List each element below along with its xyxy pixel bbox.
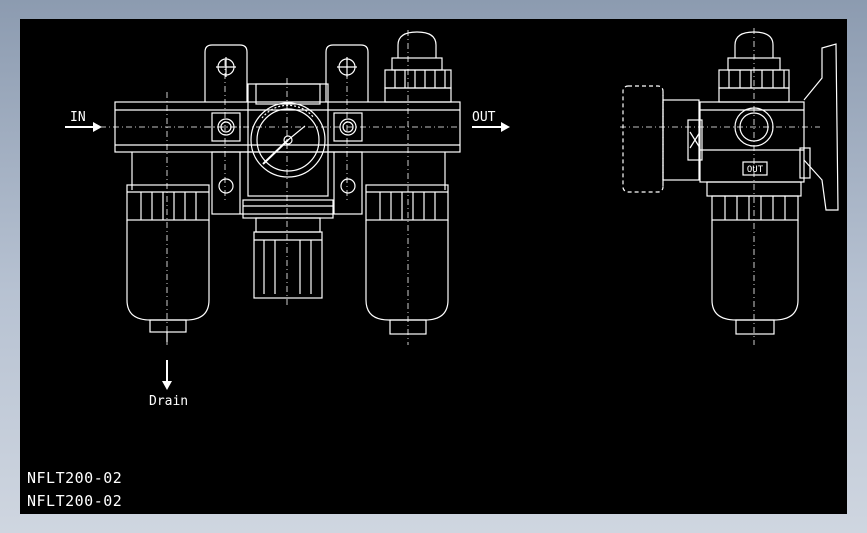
side-port-block (687, 119, 703, 161)
lubricator-cap (384, 31, 452, 103)
side-bowl (706, 181, 802, 335)
pressure-gauge (247, 83, 329, 197)
outlet-label: OUT (472, 110, 496, 125)
cad-viewport[interactable]: IN OUT Drain (20, 19, 847, 514)
flow-arrows (65, 122, 510, 390)
side-view: OUT (620, 28, 839, 345)
model-label-1: NFLT200-02 (27, 469, 123, 487)
model-label-2: NFLT200-02 (27, 492, 123, 510)
mounting-bracket-right (325, 44, 369, 102)
filter-bowl-left (126, 184, 210, 342)
side-gauge-hidden (622, 85, 664, 193)
side-wall-bracket (799, 43, 839, 211)
center-lines (100, 30, 460, 345)
manifold-body (114, 101, 461, 215)
side-center-lines (620, 28, 820, 345)
regulator-knob (242, 199, 334, 299)
side-port-label: OUT (747, 165, 764, 175)
mounting-bracket-left (204, 44, 248, 102)
drain-label: Drain (149, 394, 188, 409)
front-view: IN OUT Drain (65, 30, 510, 409)
side-gauge-mount (662, 99, 700, 181)
inlet-label: IN (70, 110, 86, 125)
lubricator-bowl (365, 184, 449, 335)
frl-unit-drawing: IN OUT Drain (65, 28, 839, 409)
side-body: OUT (699, 101, 805, 183)
bolt-heads (211, 112, 363, 194)
